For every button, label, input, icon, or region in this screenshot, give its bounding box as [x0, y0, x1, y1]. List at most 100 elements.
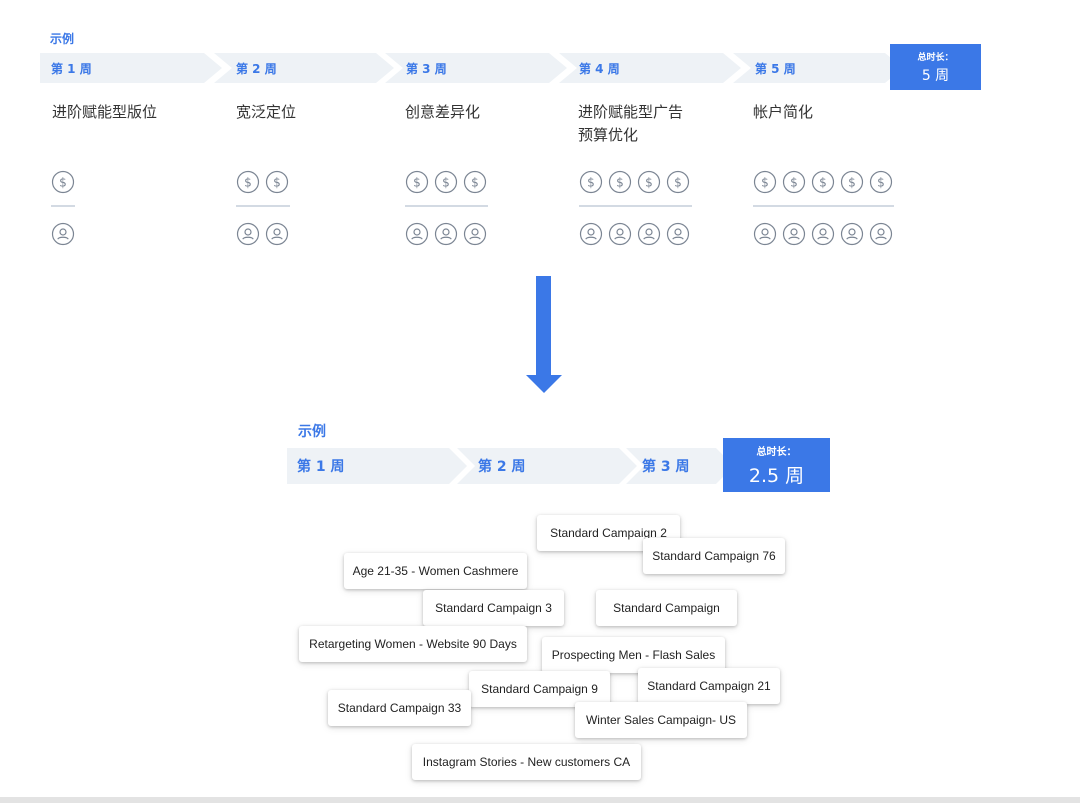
week-label: 第 2 周: [478, 459, 526, 475]
user-circle-icon: [637, 222, 661, 246]
top-week-5: 第 5 周: [733, 53, 903, 83]
divider: [579, 205, 692, 207]
svg-text:$: $: [761, 176, 769, 190]
user-circle-icon: [265, 222, 289, 246]
dollar-circle-icon: $: [608, 170, 632, 194]
week-label: 第 3 周: [406, 61, 447, 76]
campaign-card[interactable]: Standard Campaign 33: [328, 690, 471, 726]
user-circle-icon: [405, 222, 429, 246]
user-circle-icon: [753, 222, 777, 246]
top-week-3: 第 3 周: [385, 53, 567, 83]
dollar-circle-icon: $: [265, 170, 289, 194]
svg-text:$: $: [442, 176, 450, 190]
top-week-2: 第 2 周: [214, 53, 394, 83]
svg-text:$: $: [848, 176, 856, 190]
divider: [405, 205, 488, 207]
campaign-card[interactable]: Standard Campaign 3: [423, 590, 564, 626]
column-title: 宽泛定位: [236, 103, 297, 121]
svg-text:$: $: [674, 176, 682, 190]
bottom-scroll-edge: [0, 797, 1080, 803]
user-circle-icon: [869, 222, 893, 246]
bottom-section-label: 示例: [298, 424, 326, 440]
dollar-circle-icon: $: [51, 170, 75, 194]
dollar-circle-icon: $: [579, 170, 603, 194]
svg-text:$: $: [273, 176, 281, 190]
user-circle-icon: [579, 222, 603, 246]
audience-icons: [405, 222, 487, 246]
total-value: 5 周: [921, 67, 950, 84]
campaign-card[interactable]: Winter Sales Campaign- US: [575, 702, 747, 738]
budget-icons: $ $ $ $ $: [753, 170, 893, 194]
dollar-circle-icon: $: [753, 170, 777, 194]
dollar-circle-icon: $: [405, 170, 429, 194]
campaign-card[interactable]: Prospecting Men - Flash Sales: [542, 637, 725, 673]
svg-text:$: $: [587, 176, 595, 190]
audience-icons: [753, 222, 893, 246]
campaign-card[interactable]: Standard Campaign 21: [638, 668, 780, 704]
audience-icons: [51, 222, 75, 246]
user-circle-icon: [434, 222, 458, 246]
top-week-4: 第 4 周: [559, 53, 741, 83]
column-title: 进阶赋能型广告 预算优化: [578, 103, 684, 144]
svg-text:$: $: [244, 176, 252, 190]
dollar-circle-icon: $: [869, 170, 893, 194]
week-label: 第 1 周: [51, 61, 92, 76]
budget-icons: $ $ $: [405, 170, 487, 194]
svg-text:$: $: [877, 176, 885, 190]
budget-icons: $: [51, 170, 75, 194]
divider: [236, 205, 290, 207]
user-circle-icon: [811, 222, 835, 246]
svg-text:$: $: [645, 176, 653, 190]
user-circle-icon: [782, 222, 806, 246]
user-circle-icon: [51, 222, 75, 246]
svg-text:$: $: [819, 176, 827, 190]
top-week-1: 第 1 周: [40, 53, 222, 83]
budget-icons: $ $ $ $: [579, 170, 690, 194]
dollar-circle-icon: $: [811, 170, 835, 194]
divider: [753, 205, 894, 207]
user-circle-icon: [236, 222, 260, 246]
total-label: 总时长：: [917, 52, 954, 63]
down-arrow-shaft: [536, 276, 551, 376]
week-label: 第 4 周: [579, 61, 620, 76]
dollar-circle-icon: $: [236, 170, 260, 194]
top-section-label: 示例: [50, 32, 75, 46]
user-circle-icon: [463, 222, 487, 246]
down-arrow-icon: [526, 375, 562, 393]
column-title: 帐户简化: [753, 103, 814, 121]
svg-text:$: $: [59, 176, 67, 190]
column-title: 创意差异化: [405, 103, 481, 121]
dollar-circle-icon: $: [840, 170, 864, 194]
dollar-circle-icon: $: [637, 170, 661, 194]
bottom-week-2: 第 2 周: [457, 448, 637, 484]
dollar-circle-icon: $: [782, 170, 806, 194]
svg-text:$: $: [616, 176, 624, 190]
dollar-circle-icon: $: [666, 170, 690, 194]
svg-text:$: $: [790, 176, 798, 190]
week-label: 第 3 周: [642, 459, 690, 475]
total-label: 总时长：: [756, 446, 797, 458]
week-label: 第 1 周: [297, 459, 345, 475]
audience-icons: [579, 222, 690, 246]
top-total-duration: 总时长： 5 周: [890, 44, 981, 90]
user-circle-icon: [608, 222, 632, 246]
campaign-card[interactable]: Standard Campaign: [596, 590, 737, 626]
total-value: 2.5 周: [748, 464, 805, 487]
week-label: 第 5 周: [755, 61, 796, 76]
user-circle-icon: [840, 222, 864, 246]
svg-text:$: $: [471, 176, 479, 190]
bottom-week-3: 第 3 周: [626, 448, 734, 484]
campaign-card[interactable]: Age 21-35 - Women Cashmere: [344, 553, 527, 589]
dollar-circle-icon: $: [434, 170, 458, 194]
audience-icons: [236, 222, 289, 246]
bottom-total-duration: 总时长： 2.5 周: [723, 438, 830, 492]
divider: [51, 205, 75, 207]
svg-text:$: $: [413, 176, 421, 190]
column-title: 进阶赋能型版位: [52, 103, 158, 121]
week-label: 第 2 周: [236, 61, 277, 76]
campaign-card[interactable]: Retargeting Women - Website 90 Days: [299, 626, 527, 662]
campaign-card[interactable]: Instagram Stories - New customers CA: [412, 744, 641, 780]
campaign-card[interactable]: Standard Campaign 76: [643, 538, 785, 574]
campaign-card[interactable]: Standard Campaign 9: [469, 671, 610, 707]
bottom-week-1: 第 1 周: [287, 448, 467, 484]
